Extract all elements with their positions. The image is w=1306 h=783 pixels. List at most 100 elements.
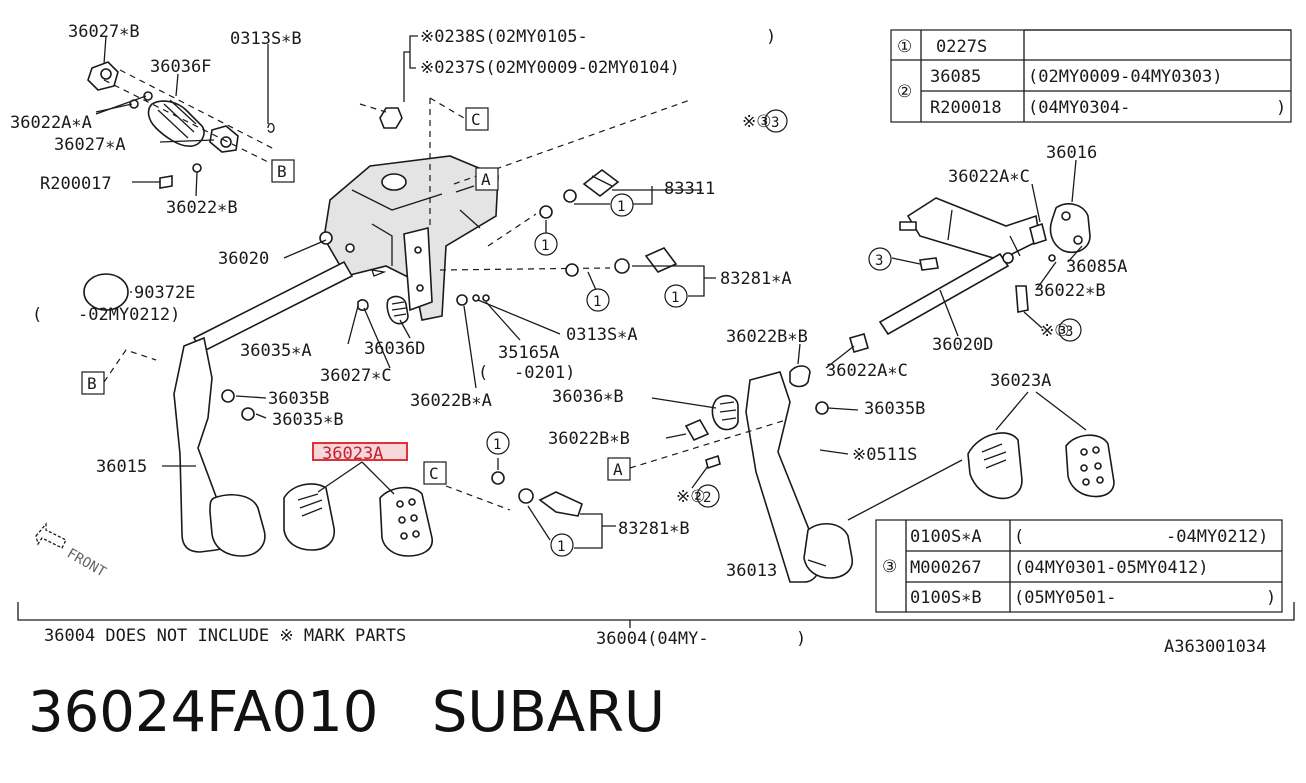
legend-top-r1-part: 0227S (936, 37, 987, 57)
marker-1-d: 1 (671, 290, 679, 306)
marker-2-a: 2 (703, 490, 711, 506)
part-number: 36024FA010 (28, 680, 379, 745)
box-a-mid-label: A (613, 460, 623, 479)
callout-0313sb: 0313S∗B (230, 29, 302, 49)
selection-highlight (312, 442, 408, 461)
callout-star3-top: ※③ (742, 112, 771, 132)
callout-0238s-close: ) (766, 27, 776, 47)
clevis-subassembly (87, 61, 275, 189)
callout-36022b-right: 36022∗B (1034, 281, 1106, 301)
parts-diagram: C A B B C A 1 1 1 1 1 1 3 3 3 2 36027∗B … (10, 22, 1295, 657)
title-gap (378, 680, 431, 745)
callout-36036b: 36036∗B (552, 387, 624, 407)
callout-0237s: ※0237S(02MY0009-02MY0104) (420, 58, 680, 78)
switch-leaders (445, 186, 716, 549)
callout-36035b-left: 36035B (268, 389, 329, 409)
box-a-label: A (481, 170, 491, 189)
callout-36020d: 36020D (932, 335, 993, 355)
front-direction-indicator: FRONT (35, 522, 109, 581)
callout-0511s: ※0511S (852, 445, 917, 465)
pad-leaders (317, 461, 395, 495)
box-b-label: B (277, 162, 287, 181)
callout-labels: 36027∗B 0313S∗B 36036F 36022A∗A 36027∗A … (10, 22, 1127, 581)
legend-top-r1-key: ① (897, 37, 912, 57)
callout-36023a-selected: 36023A (322, 444, 383, 464)
callout-36022ac-top: 36022A∗C (948, 167, 1030, 187)
boxed-label-a-top: A (475, 167, 499, 191)
callout-36036d: 36036D (364, 339, 425, 359)
legend-bottom-r1-part: 0100S∗A (910, 527, 982, 547)
brake-pedal (684, 333, 869, 583)
legend-top-r2b-close: ) (1276, 98, 1286, 118)
boxed-label-b-top: B (271, 159, 295, 183)
legend-bottom-r2-range: (04MY0301-05MY0412) (1014, 558, 1208, 578)
clutch-pedal-pads (283, 483, 433, 557)
legend-bottom-r3-range: (05MY0501- (1014, 588, 1116, 608)
callout-90372e: 90372E (134, 283, 195, 303)
callout-36022ba: 36022B∗A (410, 391, 492, 411)
callout-36027a: 36027∗A (54, 135, 126, 155)
assembly-ref: 36004(04MY- (596, 629, 709, 649)
callout-35165a-range: -0201) (514, 363, 575, 383)
legend-bottom-r1-range: -04MY0212) (1166, 527, 1268, 547)
marker-3-c: 3 (1065, 324, 1073, 340)
callout-35165a-open: ( (478, 363, 488, 383)
callout-36027c: 36027∗C (320, 366, 392, 386)
legend-bottom-r3-close: ) (1266, 588, 1276, 608)
legend-bottom-r2-part: M000267 (910, 558, 982, 578)
marker-1-f: 1 (557, 539, 565, 555)
box-c-mid-label: C (429, 464, 439, 483)
front-label: FRONT (64, 546, 109, 581)
shaft-leaders (891, 159, 1087, 431)
callout-83281a: 83281∗A (720, 269, 792, 289)
brake-leaders (629, 343, 963, 567)
box-b-left-label: B (87, 374, 97, 393)
marker-1-a: 1 (617, 199, 625, 215)
callout-0313sa: 0313S∗A (566, 325, 638, 345)
boxed-label-b-left: B (81, 371, 105, 395)
front-arrow-icon (35, 522, 67, 549)
pedal-bracket (319, 107, 499, 321)
callout-36085a: 36085A (1066, 257, 1127, 277)
boxed-label-a-mid: A (607, 457, 631, 481)
callout-90372e-open: ( (32, 305, 42, 325)
marker-1-e: 1 (493, 437, 501, 453)
clevis-leaders (95, 35, 277, 197)
callout-36022b: 36022∗B (166, 198, 238, 218)
callout-36027b: 36027∗B (68, 22, 140, 42)
drawing-code: A363001034 (1164, 637, 1266, 657)
legend-table-bottom: ③ 0100S∗A ( -04MY0212) M000267 (04MY0301… (875, 519, 1283, 613)
clutch-leaders (103, 291, 561, 467)
marker-1-c: 1 (593, 294, 601, 310)
legend-bottom-r1-open: ( (1014, 527, 1024, 547)
callout-36035b-right: 36035B (864, 399, 925, 419)
legend-top-r2a-part: 36085 (930, 67, 981, 87)
brake-shaft-assembly (878, 197, 1091, 336)
legend-table-top: ① 0227S ② 36085 (02MY0009-04MY0303) R200… (890, 29, 1292, 123)
callout-36022bb: 36022B∗B (726, 327, 808, 347)
legend-bottom-key: ③ (882, 557, 897, 577)
boxed-label-c-mid: C (423, 461, 447, 485)
legend-bottom-r3-part: 0100S∗B (910, 588, 982, 608)
callout-36016: 36016 (1046, 143, 1097, 163)
callout-36022ac-bottom: 36022A∗C (826, 361, 908, 381)
legend-top-r2a-range: (02MY0009-04MY0303) (1028, 67, 1222, 87)
callout-36022bb2: 36022B∗B (548, 429, 630, 449)
callout-83281b: 83281∗B (618, 519, 690, 539)
callout-35165a: 35165A (498, 343, 559, 363)
callout-36023a-right: 36023A (990, 371, 1051, 391)
legend-top-r2b-part: R200018 (930, 98, 1002, 118)
callout-r200017: R200017 (40, 174, 112, 194)
marker-1-b: 1 (541, 238, 549, 254)
callout-36035b-left2: 36035∗B (272, 410, 344, 430)
assembly-note: 36004 DOES NOT INCLUDE ※ MARK PARTS (44, 626, 406, 646)
clutch-pedal (83, 260, 490, 557)
assembly-ref-close: ) (796, 629, 806, 649)
marker-3-b: 3 (875, 253, 883, 269)
legend-top-r2b-range: (04MY0304- (1028, 98, 1130, 118)
callout-star2: ※② (676, 487, 705, 507)
callout-90372e-range: -02MY0212) (78, 305, 180, 325)
selected-callout-36023a[interactable]: 36023A (312, 442, 408, 464)
assembly-bracket: 36004 DOES NOT INCLUDE ※ MARK PARTS 3600… (17, 602, 1295, 657)
callout-36015: 36015 (96, 457, 147, 477)
